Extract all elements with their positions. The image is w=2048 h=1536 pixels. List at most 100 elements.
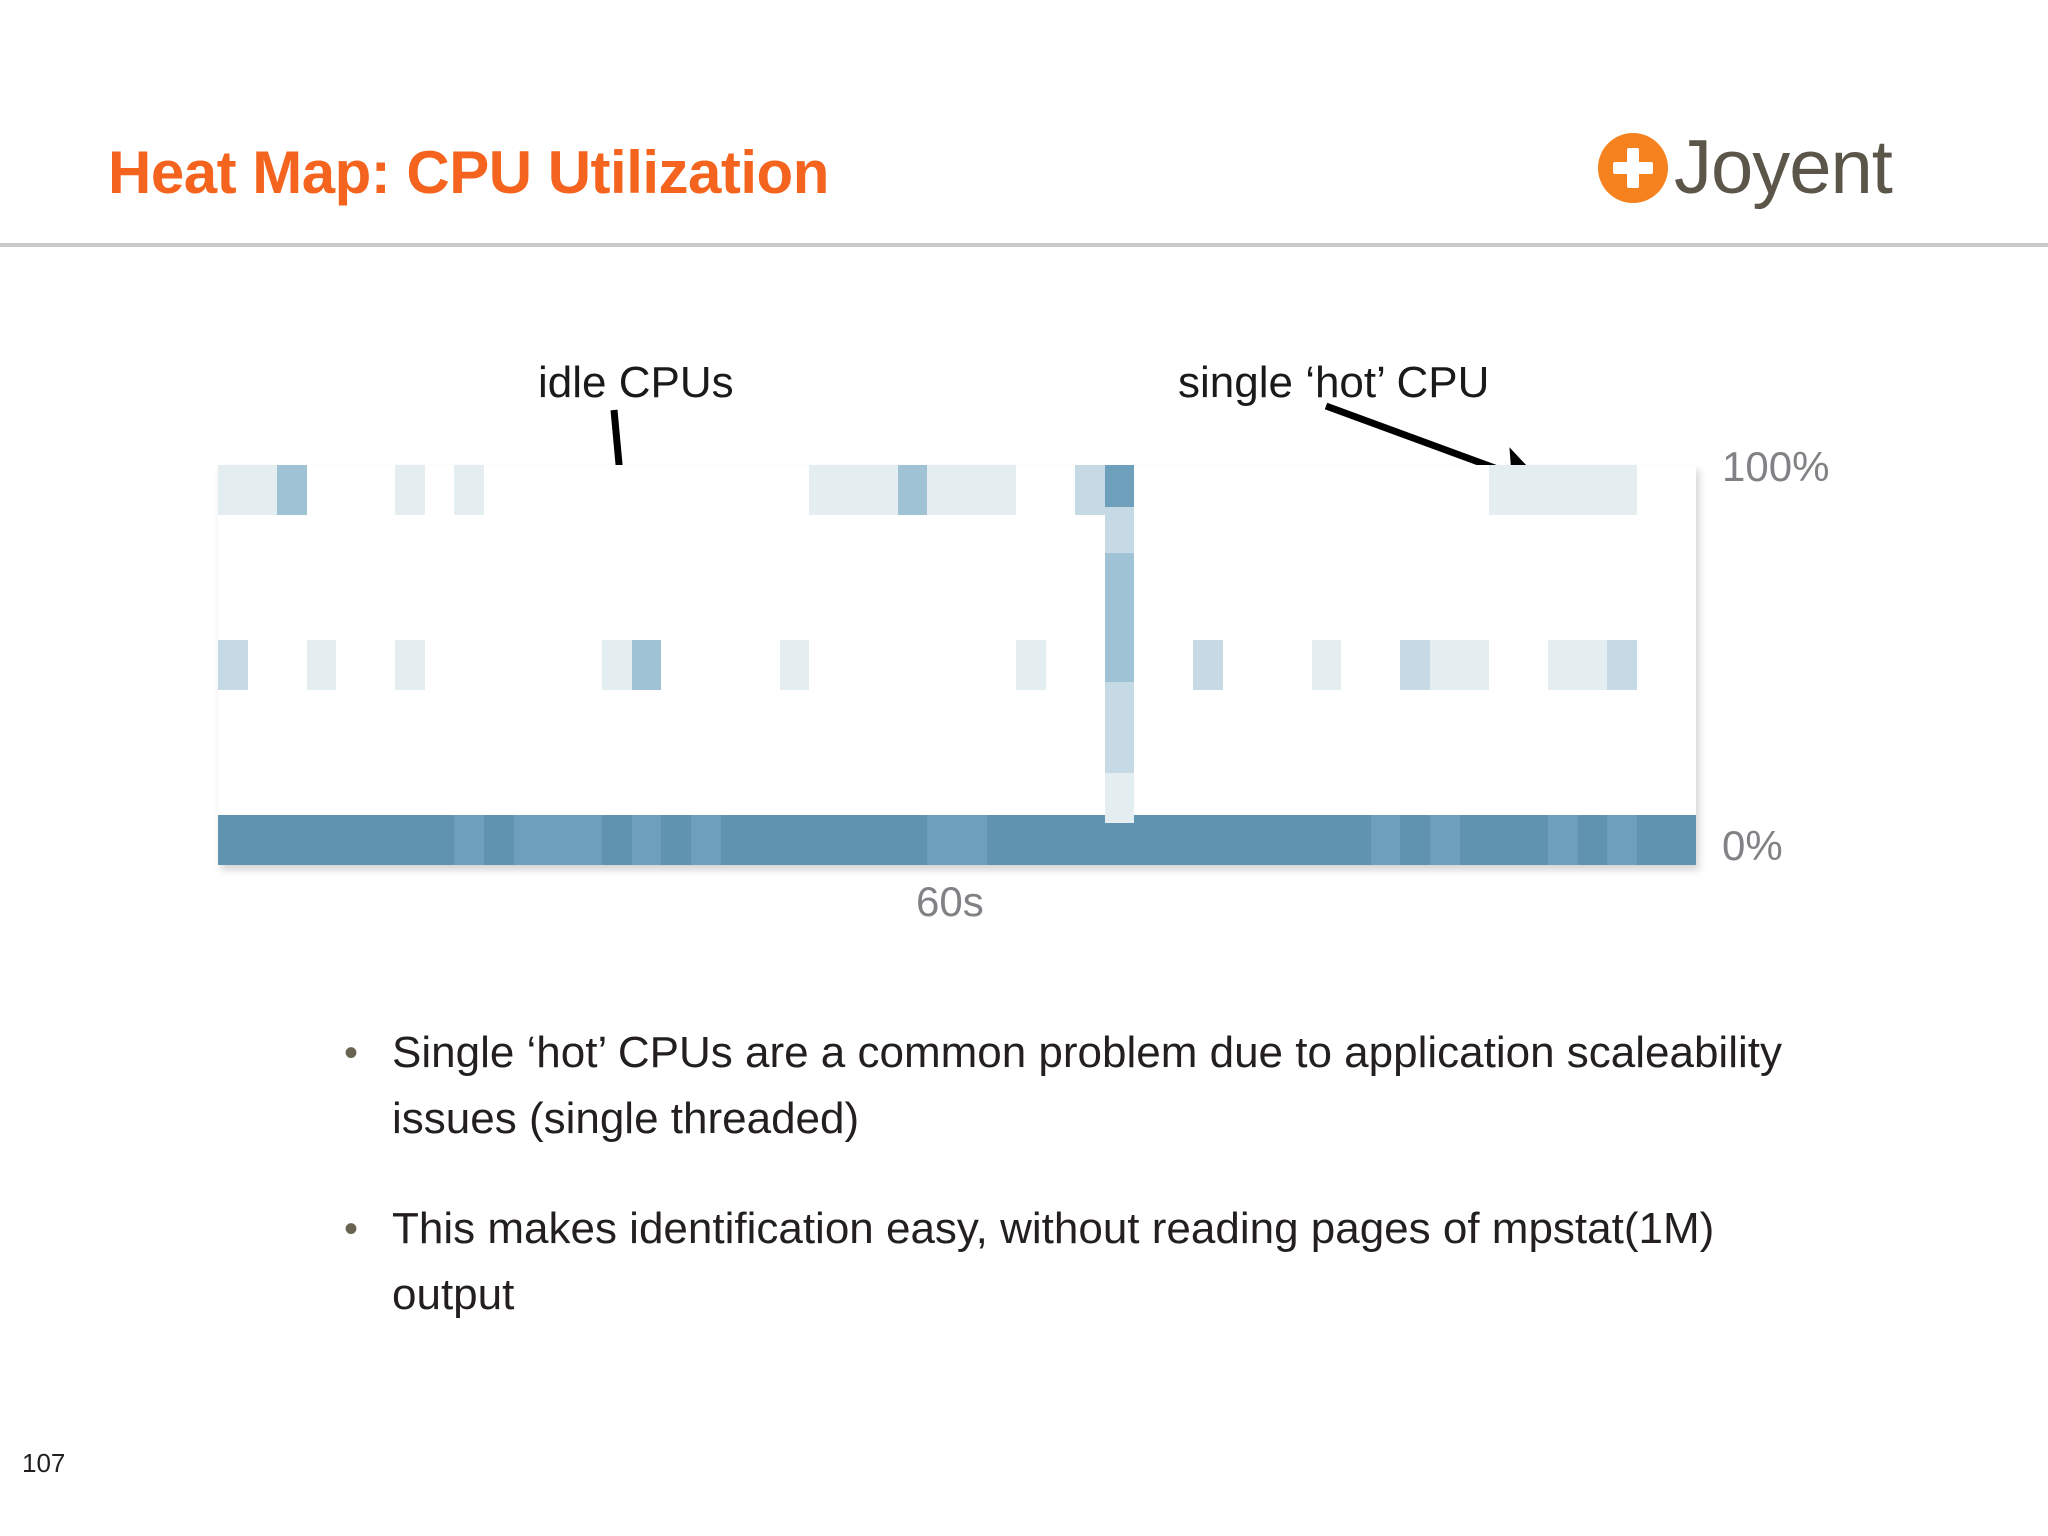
heatmap-cell (1223, 815, 1253, 865)
bullet-text: This makes identification easy, without … (392, 1204, 1715, 1319)
heatmap-cell (1104, 773, 1135, 823)
heatmap-cell (957, 815, 987, 865)
heatmap-cell (897, 815, 928, 865)
heatmap-cell (927, 465, 1017, 515)
heatmap-cell (868, 815, 898, 865)
heatmap-cell (750, 815, 780, 865)
joyent-wordmark: Joyent (1674, 125, 1893, 210)
heatmap-cell (218, 815, 248, 865)
joyent-plus-mark-icon (1598, 133, 1668, 203)
heatmap-cell (1429, 640, 1490, 690)
heatmap-cell (247, 815, 278, 865)
bullet-marker: • (344, 1031, 359, 1075)
heatmap-cell (602, 640, 632, 690)
heatmap-cell (661, 815, 691, 865)
y-axis-bottom-label: 0% (1722, 822, 1783, 869)
list-item: • Single ‘hot’ CPUs are a common problem… (344, 1020, 1784, 1152)
heatmap-cell (690, 815, 721, 865)
annotation-label-single-hot-cpu: single ‘hot’ CPU (1178, 358, 1490, 407)
bullet-list: • Single ‘hot’ CPUs are a common problem… (344, 1020, 1784, 1372)
page-number: 107 (22, 1448, 66, 1478)
heatmap-cell (809, 815, 839, 865)
heatmap-cell (1104, 598, 1135, 648)
heatmap-cell (424, 815, 455, 865)
header-divider (0, 243, 2048, 247)
heatmap-cell (1104, 815, 1135, 865)
heatmap-cell (838, 815, 869, 865)
heatmap-cell (1666, 815, 1696, 865)
heatmap-cell (365, 815, 396, 865)
heatmap-cell (631, 640, 662, 690)
heatmap-cell (1104, 682, 1135, 732)
heatmap-cell (1104, 640, 1135, 690)
heatmap-cell (1134, 815, 1164, 865)
heatmap-cell (720, 815, 751, 865)
heatmap-cell (1163, 815, 1194, 865)
y-axis-top-label: 100% (1722, 443, 1830, 490)
heatmap-cell (454, 465, 485, 515)
page-title: Heat Map: CPU Utilization (108, 139, 829, 206)
heatmap-cell (1489, 815, 1519, 865)
heatmap-cell (218, 640, 248, 690)
heatmap-plot-area[interactable] (218, 465, 1696, 865)
heatmap-cell (1636, 815, 1667, 865)
heatmap-cell (395, 815, 425, 865)
heatmap-cell (1311, 640, 1342, 690)
heatmap-cell (1104, 552, 1135, 603)
heatmap-cell (277, 465, 307, 515)
heatmap-cell (1577, 815, 1608, 865)
bullet-text: Single ‘hot’ CPUs are a common problem d… (392, 1028, 1782, 1143)
heatmap-cell (1075, 815, 1105, 865)
heatmap-cell (306, 640, 337, 690)
heatmap-cell (602, 815, 632, 865)
heatmap-cell (395, 640, 425, 690)
annotation-label-idle-cpus: idle CPUs (538, 358, 734, 407)
heatmap-cell (277, 815, 307, 865)
heatmap-cell (1459, 815, 1490, 865)
heatmap-cell (1341, 815, 1371, 865)
heatmap-cell (1016, 640, 1046, 690)
heatmap-cell (1518, 815, 1549, 865)
heatmap-cell (1489, 465, 1637, 515)
heatmap-cell (1548, 640, 1608, 690)
heatmap-cell (218, 465, 278, 515)
heatmap-cell (1104, 465, 1135, 515)
x-axis-label: 60s (916, 878, 984, 925)
heatmap-cell (1193, 640, 1224, 690)
slide-header: Heat Map: CPU Utilization Joyent (0, 0, 2048, 247)
joyent-logo: Joyent (1598, 125, 1893, 210)
heatmap-cell (454, 815, 485, 865)
heatmap-cell (1548, 815, 1578, 865)
heatmap-cell (1104, 727, 1135, 778)
heatmap-cell (1400, 815, 1430, 865)
heatmap-cell (809, 465, 898, 515)
heatmap-cell (1429, 815, 1460, 865)
heatmap-cell (336, 815, 366, 865)
heatmap-cell (1282, 815, 1312, 865)
heatmap-cell (306, 815, 337, 865)
heatmap-cell (779, 815, 810, 865)
heatmap-cell (1104, 507, 1135, 557)
heatmap-cell (1193, 815, 1224, 865)
heatmap-cell (779, 640, 810, 690)
heatmap-cell (1311, 815, 1342, 865)
heatmap-cell (1370, 815, 1401, 865)
heatmap-cell (1607, 815, 1637, 865)
heatmap-cell (513, 815, 544, 865)
heatmap-cell (1016, 815, 1046, 865)
heatmap-cell (897, 465, 928, 515)
heatmap-cell (1045, 815, 1076, 865)
heatmap-cell (631, 815, 662, 865)
heatmap-cell (1400, 640, 1430, 690)
heatmap-cell (543, 815, 573, 865)
heatmap-cell (484, 815, 514, 865)
heatmap-cell (1075, 465, 1105, 515)
bullet-marker: • (344, 1207, 359, 1251)
list-item: • This makes identification easy, withou… (344, 1196, 1784, 1328)
heatmap-cell (1252, 815, 1283, 865)
heatmap-cell (572, 815, 603, 865)
heatmap-cell (986, 815, 1017, 865)
heatmap-cell (927, 815, 957, 865)
heatmap-chart (218, 465, 1696, 865)
